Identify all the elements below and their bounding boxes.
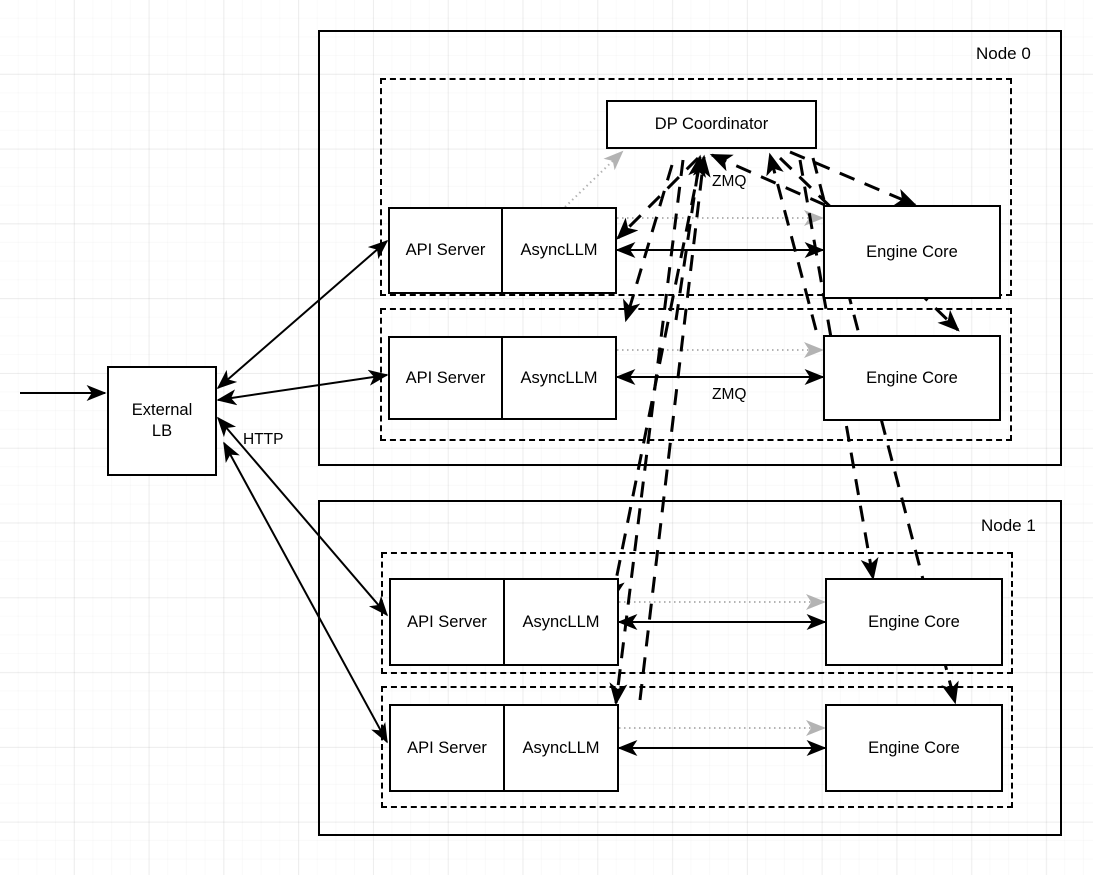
asyncllm-label: AsyncLLM: [522, 738, 600, 757]
node-1-boundary: [318, 500, 1062, 836]
external-lb[interactable]: External LB: [107, 366, 217, 476]
api-server-label: API Server: [390, 338, 503, 418]
dp-coordinator[interactable]: DP Coordinator: [606, 100, 817, 149]
node-0-group-0-boundary: [380, 78, 1012, 296]
asyncllm-label: AsyncLLM: [520, 241, 598, 259]
edge-lb-to-apiserver-n1g1: [223, 441, 388, 744]
zmq-label-node-0-group-0: ZMQ: [712, 173, 747, 190]
node-0-group-1-boundary: [380, 308, 1012, 441]
node-1-group-1-engine-core[interactable]: Engine Core: [825, 704, 1003, 792]
edge-enginecore-to-coordinator-n1g1: [674, 154, 707, 321]
edge-enginecore-to-coordinator-n1g0: [638, 154, 711, 701]
edge-lb-to-apiserver-n0g1: [216, 369, 389, 406]
asyncllm-label: AsyncLLM: [522, 612, 600, 631]
node-0-label: Node 0: [976, 44, 1031, 63]
edge-coordinator-to-enginecore-n0g0: [789, 150, 918, 207]
edge-enginecore-to-coordinator-n0g0: [709, 153, 826, 207]
asyncllm-label: AsyncLLM: [520, 368, 598, 387]
external-lb-label-line-1: External: [131, 401, 193, 420]
api-server-label: API Server: [390, 209, 503, 292]
node-1-group-0-engine-core[interactable]: Engine Core: [825, 578, 1003, 666]
node-1-group-0-server-unit[interactable]: API Server AsyncLLM: [389, 578, 619, 666]
node-0-group-0-server-unit[interactable]: API Server AsyncLLM: [388, 207, 617, 294]
node-0-group-0-engine-core[interactable]: Engine Core: [823, 205, 1001, 299]
node-0-group-1-server-unit[interactable]: API Server AsyncLLM: [388, 336, 617, 420]
api-server-label: API Server: [391, 580, 505, 664]
node-1-group-0-boundary: [381, 552, 1013, 674]
edge-lb-to-apiserver-n0g0: [216, 239, 389, 390]
node-0-group-1-engine-core[interactable]: Engine Core: [823, 335, 1001, 421]
external-lb-label-line-2: LB: [151, 422, 173, 440]
zmq-label-node-0-group-1: ZMQ: [712, 386, 747, 403]
node-1-group-1-server-unit[interactable]: API Server AsyncLLM: [389, 704, 619, 792]
api-server-label: API Server: [391, 706, 505, 790]
node-0-boundary: [318, 30, 1062, 466]
edge-dotted-asyncllm-coordinator: [564, 150, 624, 208]
node-1-label: Node 1: [981, 516, 1036, 535]
edge-coordinator-to-enginecore-n1g0: [798, 159, 879, 581]
edge-coordinator-to-asyncllm-n0g0: [616, 156, 700, 240]
http-label: HTTP: [243, 431, 284, 448]
edge-enginecore-to-coordinator-n0g1: [766, 152, 818, 331]
edge-coordinator-to-asyncllm-n1g1: [609, 159, 685, 706]
node-1-group-1-boundary: [381, 686, 1013, 808]
